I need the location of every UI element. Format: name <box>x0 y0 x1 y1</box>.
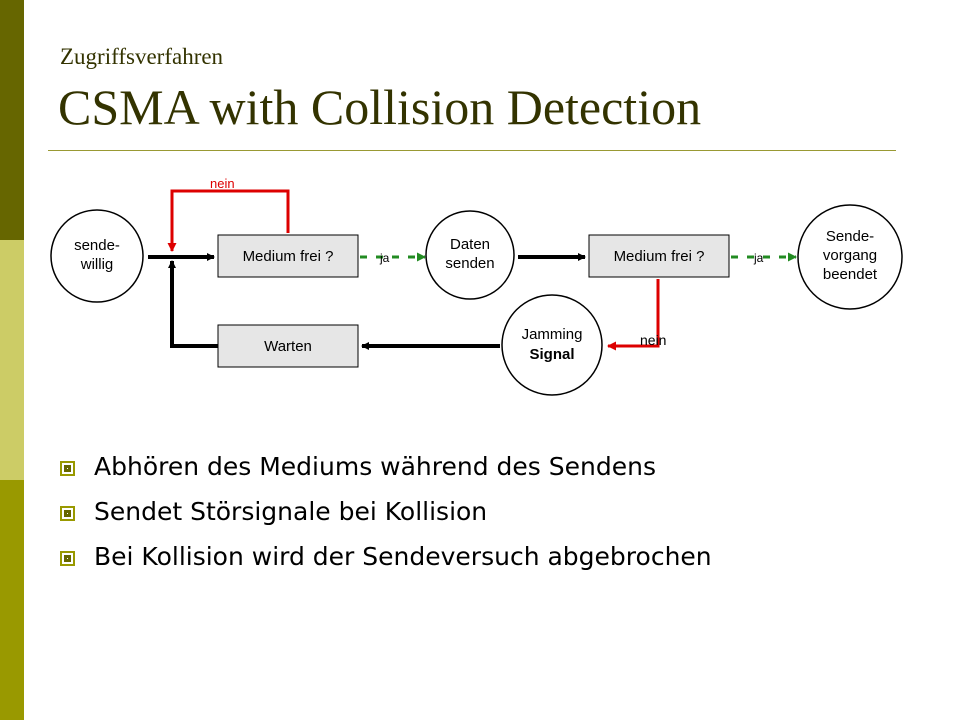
square-bullet-icon <box>60 551 75 566</box>
bullet-list: Abhören des Mediums während des Sendens … <box>60 446 712 581</box>
side-bar-bottom <box>0 480 24 720</box>
node-daten-senden-line1: Daten <box>450 236 490 253</box>
slide-subtitle: Zugriffsverfahren <box>60 44 224 69</box>
bullet-text: Abhören des Mediums während des Sendens <box>94 452 656 481</box>
node-jamming-line2: Signal <box>529 346 574 363</box>
bullet-item: Sendet Störsignale bei Kollision <box>60 491 712 536</box>
node-medium-frei-2: Medium frei ? <box>588 234 730 278</box>
label-nein-bottom: nein <box>640 332 666 348</box>
title-divider <box>48 150 896 151</box>
side-bar-middle <box>0 240 24 480</box>
edge-nein-top-loop <box>167 189 290 252</box>
node-sendevorgang-beendet: Sende- vorgang beendet <box>797 204 903 310</box>
node-sendevorgang-line2: vorgang <box>823 247 877 264</box>
edge-warten-loop-back <box>168 260 218 348</box>
side-bar-top <box>0 0 24 240</box>
node-jamming-line1: Jamming <box>522 326 583 343</box>
node-sendewillig: sende- willig <box>50 209 144 303</box>
node-sendewillig-line2: willig <box>80 256 114 273</box>
node-warten-label: Warten <box>264 338 312 355</box>
label-nein-top: nein <box>210 176 235 191</box>
bullet-text: Sendet Störsignale bei Kollision <box>94 497 488 526</box>
square-bullet-icon <box>60 461 75 476</box>
node-warten: Warten <box>217 324 359 368</box>
slide-title: CSMA with Collision Detection <box>58 79 702 135</box>
label-ja-1: ja <box>379 251 390 265</box>
node-medium-frei-1: Medium frei ? <box>217 234 359 278</box>
node-sendevorgang-line1: Sende- <box>826 228 874 245</box>
node-daten-senden: Daten senden <box>425 210 515 300</box>
bullet-item: Abhören des Mediums während des Sendens <box>60 446 712 491</box>
node-daten-senden-line2: senden <box>445 255 494 272</box>
csma-cd-flow-diagram: nein nein ja ja sende- willig Medium fre… <box>50 176 903 396</box>
node-sendevorgang-line3: beendet <box>823 266 878 283</box>
node-medium-frei-1-label: Medium frei ? <box>243 248 334 265</box>
node-sendewillig-line1: sende- <box>74 237 120 254</box>
label-ja-2: ja <box>753 251 764 265</box>
edge-nein-bottom <box>607 279 660 351</box>
bullet-item: Bei Kollision wird der Sendeversuch abge… <box>60 536 712 581</box>
node-jamming-signal: Jamming Signal <box>501 294 603 396</box>
square-bullet-icon <box>60 506 75 521</box>
node-medium-frei-2-label: Medium frei ? <box>614 248 705 265</box>
bullet-text: Bei Kollision wird der Sendeversuch abge… <box>94 542 712 571</box>
